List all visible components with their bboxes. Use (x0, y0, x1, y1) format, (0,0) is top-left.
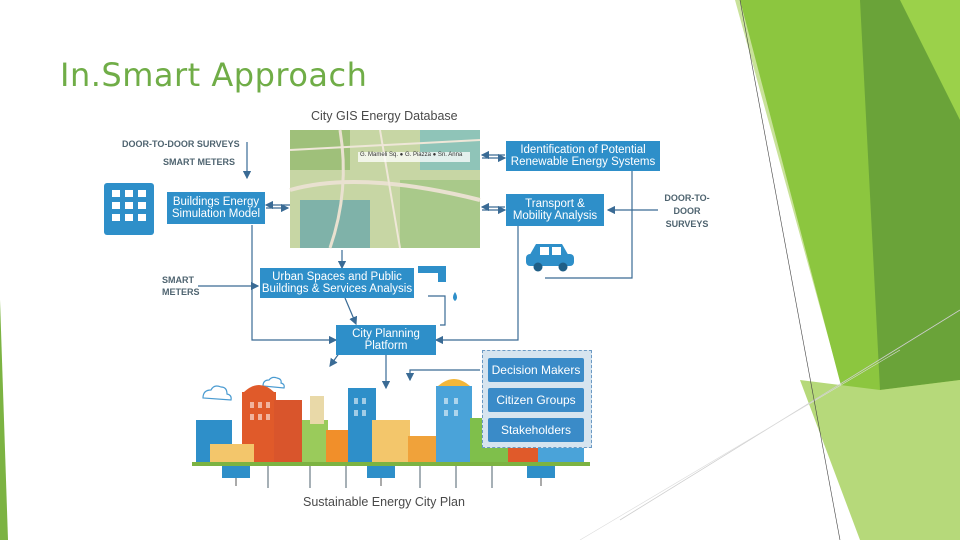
database-title: City GIS Energy Database (311, 109, 458, 123)
transport-line-2: Mobility Analysis (512, 210, 598, 222)
buildings-energy-line-1: Buildings Energy (172, 196, 260, 208)
input-door-to-door-right-2: DOOR (673, 206, 701, 216)
left-green-wedge (0, 300, 8, 540)
stakeholder-decision-makers: Decision Makers (488, 358, 584, 382)
water-tap-icon (418, 266, 457, 301)
car-icon (526, 244, 574, 272)
renewable-line-2: Renewable Energy Systems (510, 156, 656, 168)
footer-plan-label: Sustainable Energy City Plan (303, 495, 465, 509)
map-labels: G. Mameli Sq. ● G. Piazza ● Sn. Anna (360, 152, 463, 158)
right-wedge-bottom (800, 380, 960, 540)
building-icon (104, 183, 154, 235)
platform-line-1: City Planning (352, 328, 420, 340)
buildings-energy-box: Buildings Energy Simulation Model (167, 192, 265, 224)
solar-panel-icon (222, 466, 555, 486)
wind-turbine-icon (267, 466, 493, 488)
transport-line-1: Transport & (525, 198, 585, 210)
gis-map (289, 129, 481, 249)
input-smart-meters-top: SMART METERS (163, 157, 235, 167)
stakeholder-stakeholders: Stakeholders (488, 418, 584, 442)
right-wedge-dark (860, 0, 960, 390)
right-wedge-bright (900, 0, 960, 120)
platform-line-2: Platform (364, 340, 408, 352)
slide-title: In.Smart Approach (60, 56, 368, 94)
renewable-line-1: Identification of Potential (520, 144, 646, 156)
input-door-to-door-top: DOOR-TO-DOOR SURVEYS (122, 139, 240, 149)
stakeholder-citizen-groups: Citizen Groups (488, 388, 584, 412)
input-smart-meters-left-1: SMART (162, 275, 194, 285)
input-smart-meters-left-2: METERS (162, 287, 200, 297)
input-door-to-door-right-3: SURVEYS (665, 219, 709, 229)
urban-line-1: Urban Spaces and Public (272, 271, 402, 283)
urban-line-2: Buildings & Services Analysis (261, 283, 413, 295)
city-planning-platform-box: City Planning Platform (336, 325, 436, 355)
urban-spaces-box: Urban Spaces and Public Buildings & Serv… (260, 268, 414, 298)
transport-mobility-box: Transport & Mobility Analysis (506, 194, 604, 226)
input-door-to-door-right-1: DOOR-TO- (664, 193, 710, 203)
renewable-energy-box: Identification of Potential Renewable En… (506, 141, 660, 171)
buildings-energy-line-2: Simulation Model (171, 208, 261, 220)
